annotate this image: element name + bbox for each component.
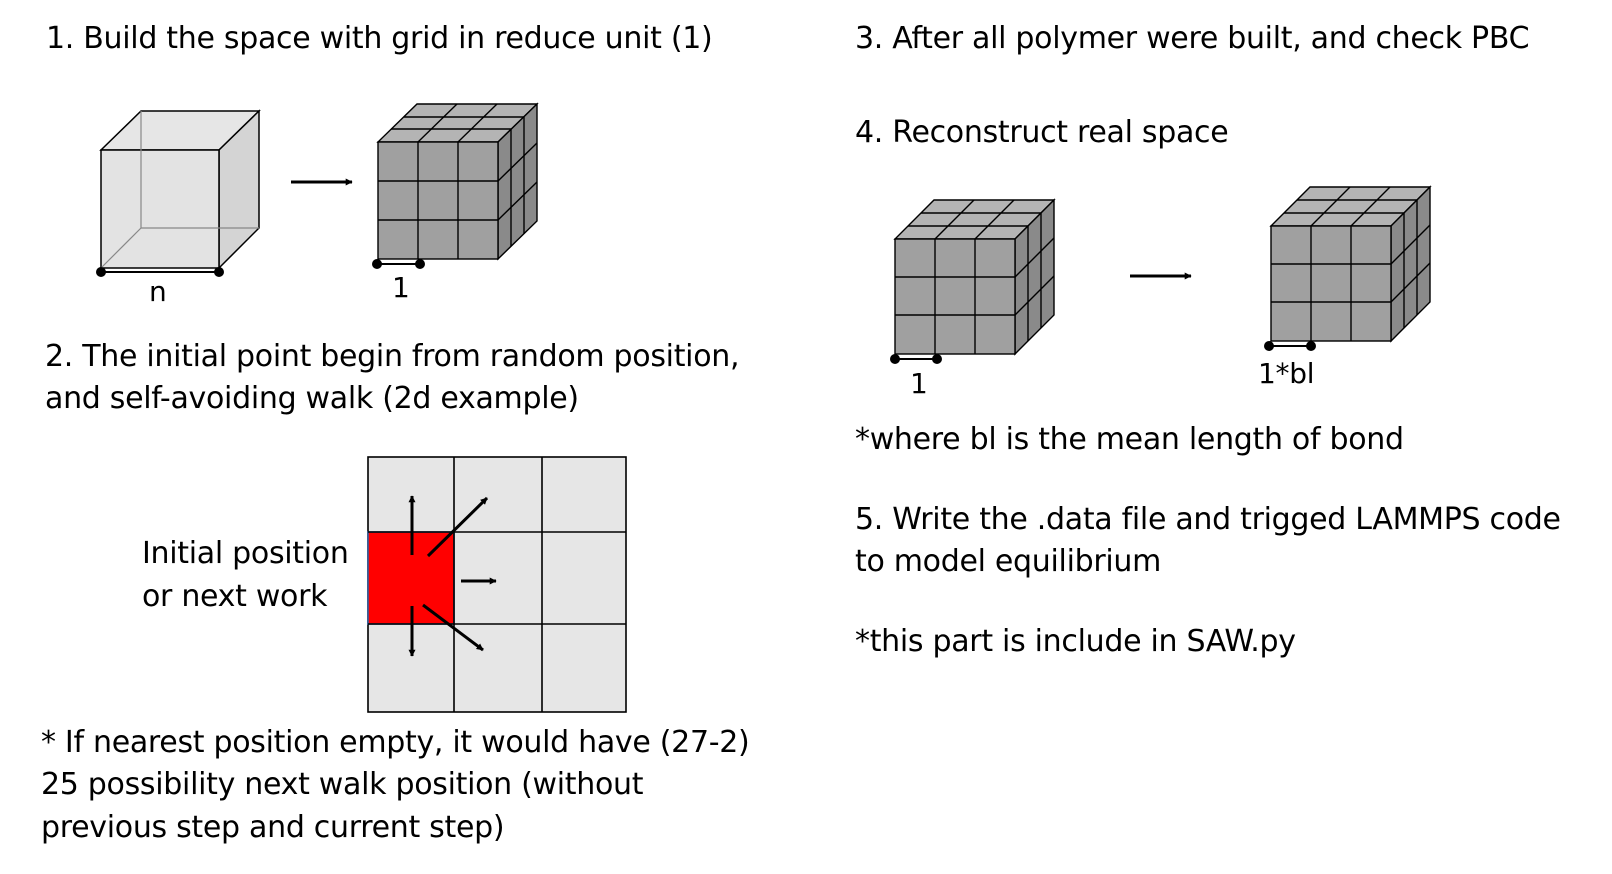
step-5-title-line2: to model equilibrium bbox=[855, 544, 1162, 579]
real-grid-cube bbox=[1269, 185, 1432, 343]
walk-label-line1: Initial position bbox=[142, 536, 349, 571]
step-4-title: 4. Reconstruct real space bbox=[855, 115, 1229, 150]
bl-note: *where bl is the mean length of bond bbox=[855, 422, 1404, 457]
walk-label-line2: or next work bbox=[142, 579, 328, 614]
saw-note: *this part is include in SAW.py bbox=[855, 624, 1296, 659]
grid-cube bbox=[376, 102, 539, 261]
walk-arrows bbox=[408, 495, 497, 657]
step-1-title: 1. Build the space with grid in reduce u… bbox=[46, 21, 713, 56]
label-real-1: 1 bbox=[910, 367, 928, 400]
empty-cube bbox=[99, 109, 261, 270]
note-line3: previous step and current step) bbox=[41, 810, 505, 845]
walk-grid bbox=[367, 456, 627, 713]
label-unit-1: 1 bbox=[392, 271, 410, 304]
step-2-title-line1: 2. The initial point begin from random p… bbox=[45, 339, 740, 374]
step-2-title-line2: and self-avoiding walk (2d example) bbox=[45, 381, 579, 416]
arrow-down-right bbox=[422, 603, 484, 652]
unit-1-bar bbox=[372, 259, 425, 269]
length-n-bar bbox=[96, 267, 224, 277]
arrow-up-right bbox=[426, 496, 489, 558]
reduced-grid-cube bbox=[893, 198, 1056, 356]
note-line1: * If nearest position empty, it would ha… bbox=[41, 725, 750, 760]
reduced-unit-bar bbox=[890, 354, 942, 364]
note-line2: 25 possibility next walk position (witho… bbox=[41, 767, 644, 802]
label-n: n bbox=[149, 275, 167, 308]
label-1bl: 1*bl bbox=[1258, 357, 1315, 390]
step-5-title-line1: 5. Write the .data file and trigged LAMM… bbox=[855, 502, 1561, 537]
step-3-title: 3. After all polymer were built, and che… bbox=[855, 21, 1530, 56]
real-unit-bar bbox=[1264, 341, 1316, 351]
